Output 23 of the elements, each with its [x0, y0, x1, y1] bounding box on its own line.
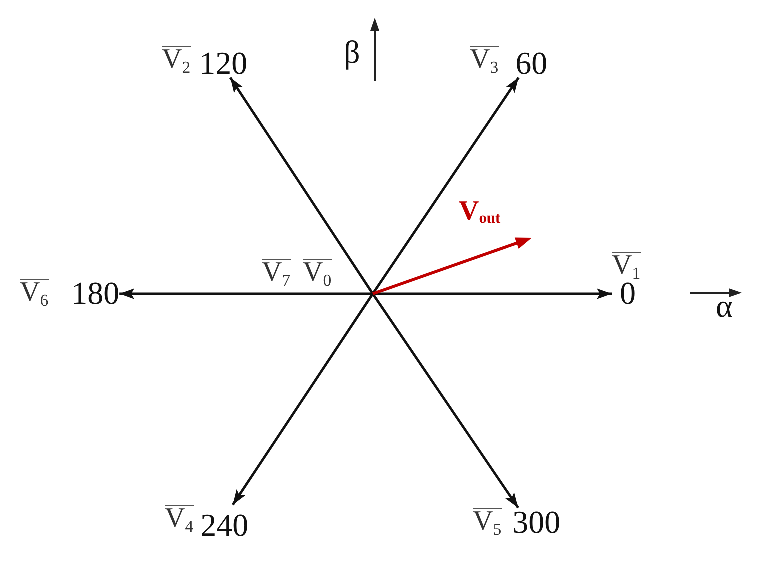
vector-label: V$_{out}$: [459, 199, 501, 224]
vector-label: V$_{2}$: [162, 46, 191, 72]
arrow: [372, 77, 520, 295]
axis-label: α: [716, 290, 733, 322]
arrow: [229, 77, 374, 295]
angle-label: 60: [516, 49, 548, 78]
vector-label: V$_{4}$: [165, 505, 194, 532]
vector-label: V$_{0}$: [303, 259, 332, 286]
angle-label: 180: [72, 279, 120, 308]
arrow: [373, 288, 612, 300]
angle-label: 120: [200, 49, 248, 78]
arrow: [120, 288, 373, 300]
arrow: [232, 293, 374, 506]
vector-label: V$_{7}$: [262, 259, 291, 286]
angle-label: 300: [512, 508, 561, 537]
vector-label: V$_{3}$: [470, 46, 499, 72]
vector-label: V$_{1}$: [612, 252, 641, 278]
vector-label: V$_{5}$: [473, 508, 502, 534]
angle-label: 240: [200, 511, 249, 540]
axis-label: β: [344, 36, 360, 68]
arrow: [372, 293, 520, 509]
angle-label: 0: [620, 279, 636, 308]
vector-label: V$_{6}$: [20, 279, 49, 306]
